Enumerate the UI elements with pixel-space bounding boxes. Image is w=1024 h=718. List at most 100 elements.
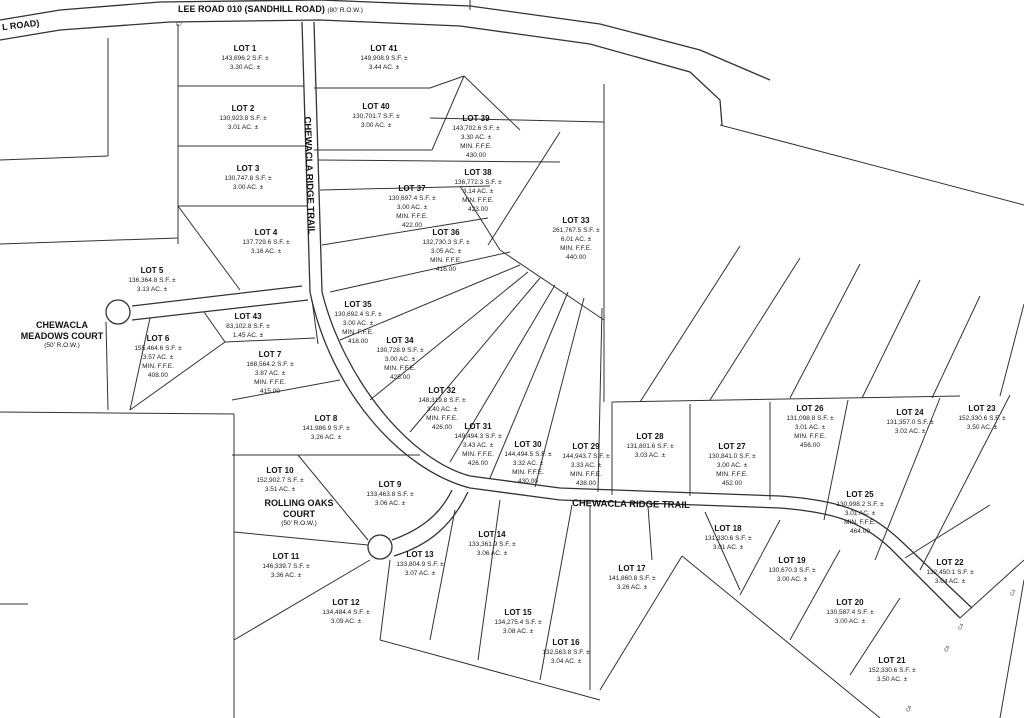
lot-detail: 3.44 AC. ± bbox=[368, 64, 400, 71]
lot-detail: 408.00 bbox=[148, 372, 168, 379]
lot-label-5: LOT 5 136,364.8 S.F. ± 3.13 AC. ± bbox=[128, 266, 175, 294]
lot-detail: 148,319.8 S.F. ± bbox=[418, 397, 466, 404]
lot-detail: 144,943.7 S.F. ± bbox=[562, 453, 610, 460]
lot-title: LOT 27 bbox=[718, 442, 746, 451]
lot-detail: 423.00 bbox=[468, 206, 488, 213]
lot-detail: 130,701.7 S.F. ± bbox=[352, 113, 400, 120]
rolling-oaks-court-label: ROLLING OAKS COURT (50' R.O.W.) bbox=[264, 498, 334, 527]
lot-title: LOT 1 bbox=[233, 44, 257, 53]
lot-detail: 425.00 bbox=[390, 374, 410, 381]
lot-title: LOT 5 bbox=[140, 266, 164, 275]
lot-detail: 416.00 bbox=[436, 266, 456, 273]
lot-detail: 3.00 AC. ± bbox=[396, 204, 428, 211]
lot-detail: 3.00 AC. ± bbox=[384, 356, 416, 363]
lot-title: LOT 30 bbox=[514, 440, 542, 449]
lot-detail: 3.32 AC. ± bbox=[512, 460, 544, 467]
lot-detail: MIN. F.F.E. bbox=[396, 213, 428, 220]
lot-detail: 3.13 AC. ± bbox=[136, 286, 168, 293]
lot-detail: 3.16 AC. ± bbox=[250, 248, 282, 255]
lot-label-31: LOT 31 149,494.3 S.F. ± 3.43 AC. ± MIN. F.F… bbox=[454, 422, 501, 468]
lot-detail: MIN. F.F.E. bbox=[462, 451, 494, 458]
lot-detail: 144,494.5 S.F. ± bbox=[504, 451, 552, 458]
lot-detail: 133,804.9 S.F. ± bbox=[396, 561, 444, 568]
lot-detail: 438.00 bbox=[576, 480, 596, 487]
lot-detail: 456.00 bbox=[800, 442, 820, 449]
lot-detail: 141,986.9 S.F. ± bbox=[302, 425, 350, 432]
lot-detail: 426.00 bbox=[468, 460, 488, 467]
lot-detail: 132,730.3 S.F. ± bbox=[422, 239, 470, 246]
lot-title: LOT 24 bbox=[896, 408, 924, 417]
lot-title: LOT 43 bbox=[234, 312, 262, 321]
lot-title: LOT 16 bbox=[552, 638, 580, 647]
lot-detail: 130,998.2 S.F. ± bbox=[836, 501, 884, 508]
lot-detail: 152,330.6 S.F. ± bbox=[868, 667, 916, 674]
lot-detail: 3.00 AC. ± bbox=[342, 320, 374, 327]
lot-detail: MIN. F.F.E. bbox=[560, 245, 592, 252]
lot-detail: 155,464.6 S.F. ± bbox=[134, 345, 182, 352]
lot-detail: 3.26 AC. ± bbox=[616, 584, 648, 591]
lot-title: LOT 4 bbox=[254, 228, 278, 237]
lot-detail: 3.30 AC. ± bbox=[460, 134, 492, 141]
lot-detail: 452.00 bbox=[722, 480, 742, 487]
lot-detail: 3.02 AC. ± bbox=[894, 428, 926, 435]
lot-detail: 426.00 bbox=[432, 424, 452, 431]
lot-title: LOT 22 bbox=[936, 558, 964, 567]
lot-title: LOT 15 bbox=[504, 608, 532, 617]
lot-title: LOT 13 bbox=[406, 550, 434, 559]
lot-detail: 149,494.3 S.F. ± bbox=[454, 433, 502, 440]
lot-detail: 3.04 AC. ± bbox=[550, 658, 582, 665]
lot-detail: 3.01 AC. ± bbox=[794, 424, 826, 431]
lot-title: LOT 10 bbox=[266, 466, 294, 475]
lot-title: LOT 14 bbox=[478, 530, 506, 539]
lot-detail: 3.30 AC. ± bbox=[229, 64, 261, 71]
lot-title: LOT 11 bbox=[272, 552, 300, 561]
lot-title: LOT 28 bbox=[636, 432, 664, 441]
lot-detail: 152,330.6 S.F. ± bbox=[958, 415, 1006, 422]
lot-detail: 136,364.8 S.F. ± bbox=[128, 277, 176, 284]
lot-title: LOT 12 bbox=[332, 598, 360, 607]
lot-detail: 130,697.4 S.F. ± bbox=[388, 195, 436, 202]
lot-title: LOT 25 bbox=[846, 490, 874, 499]
lot-detail: 130,587.4 S.F. ± bbox=[826, 609, 874, 616]
lot-detail: 136,772.3 S.F. ± bbox=[454, 179, 502, 186]
lot-detail: 149,908.9 S.F. ± bbox=[360, 55, 408, 62]
lot-detail: MIN. F.F.E. bbox=[570, 471, 602, 478]
lot-title: LOT 34 bbox=[386, 336, 414, 345]
lot-title: LOT 31 bbox=[464, 422, 492, 431]
lot-detail: 3.00 AC. ± bbox=[776, 576, 808, 583]
lot-title: LOT 9 bbox=[378, 480, 402, 489]
lot-detail: 141,860.8 S.F. ± bbox=[608, 575, 656, 582]
lot-title: LOT 32 bbox=[428, 386, 456, 395]
lot-detail: MIN. F.F.E. bbox=[460, 143, 492, 150]
lot-title: LOT 36 bbox=[432, 228, 460, 237]
lot-detail: 134,275.4 S.F. ± bbox=[494, 619, 542, 626]
lot-detail: 3.43 AC. ± bbox=[462, 442, 494, 449]
lot-detail: 430.00 bbox=[466, 152, 486, 159]
lot-detail: 261,767.5 S.F. ± bbox=[552, 227, 600, 234]
lot-detail: 146,339.7 S.F. ± bbox=[262, 563, 310, 570]
lot-detail: 3.51 AC. ± bbox=[264, 486, 296, 493]
lot-detail: 3.03 AC. ± bbox=[634, 452, 666, 459]
lot-title: LOT 3 bbox=[236, 164, 260, 173]
lot-detail: MIN. F.F.E. bbox=[426, 415, 458, 422]
lot-detail: MIN. F.F.E. bbox=[342, 329, 374, 336]
lot-detail: 3.01 AC. ± bbox=[844, 510, 876, 517]
lot-detail: 422.00 bbox=[402, 222, 422, 229]
lot-detail: 3.40 AC. ± bbox=[426, 406, 458, 413]
